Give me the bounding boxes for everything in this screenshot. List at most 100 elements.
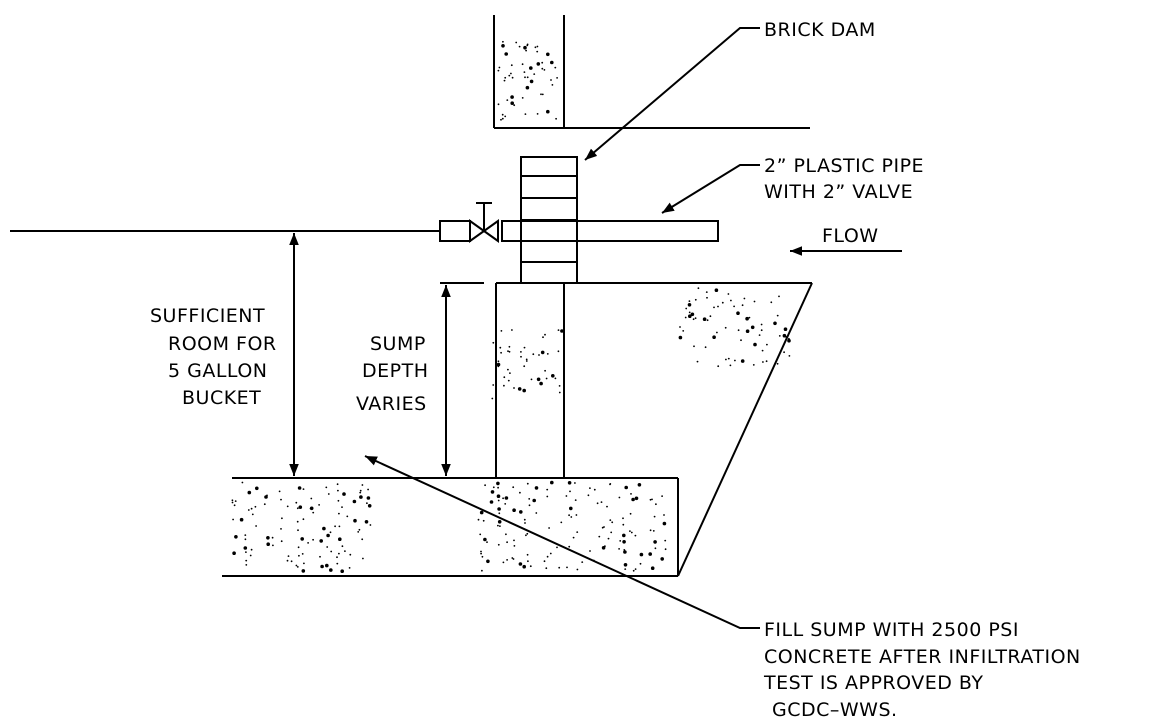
stipple-dot xyxy=(525,358,528,361)
stipple-dot xyxy=(593,488,596,491)
stipple-dot xyxy=(338,537,342,541)
stipple-dot xyxy=(544,333,546,336)
concrete-stipple xyxy=(231,287,791,573)
stipple-dot xyxy=(522,388,526,393)
stipple-dot xyxy=(312,511,315,514)
stipple-dot xyxy=(574,499,577,501)
stipple-dot xyxy=(534,486,539,490)
plastic-pipe-with-valve xyxy=(10,202,719,243)
fill-note-line2: CONCRETE AFTER INFILTRATION xyxy=(764,646,1081,668)
stipple-dot xyxy=(556,77,558,79)
stipple-dot xyxy=(508,350,511,353)
stipple-dot xyxy=(496,362,501,367)
stipple-dot xyxy=(498,66,501,69)
stipple-dot xyxy=(479,510,484,515)
stipple-dot xyxy=(717,305,719,308)
stipple-dot xyxy=(712,335,716,340)
stipple-dot xyxy=(337,499,340,502)
stipple-dot xyxy=(639,562,642,565)
stipple-dot xyxy=(342,492,346,496)
stipple-dot xyxy=(338,525,341,528)
stipple-dot xyxy=(519,491,521,494)
stipple-dot xyxy=(655,503,657,506)
stipple-dot xyxy=(509,372,511,374)
stipple-dot xyxy=(575,514,578,516)
stipple-dot xyxy=(524,522,526,524)
stipple-dot xyxy=(506,99,509,101)
stipple-dot xyxy=(300,537,305,541)
stipple-dot xyxy=(492,486,495,489)
stipple-dot xyxy=(693,345,695,348)
stipple-dot xyxy=(546,555,549,558)
stipple-dot xyxy=(538,354,540,356)
stipple-dot xyxy=(783,351,785,354)
stipple-dot xyxy=(504,496,509,500)
stipple-dot xyxy=(231,501,234,504)
stipple-dot xyxy=(500,330,503,332)
stipple-dot xyxy=(266,542,271,546)
stipple-dot xyxy=(678,335,683,340)
stipple-dot xyxy=(507,379,510,382)
stipple-dot xyxy=(745,316,749,321)
stipple-dot xyxy=(685,307,688,310)
stipple-dot xyxy=(529,66,533,70)
stipple-dot xyxy=(280,540,283,543)
stipple-dot xyxy=(513,104,516,107)
stipple-dot xyxy=(601,526,604,529)
stipple-dot xyxy=(622,533,626,538)
stipple-dot xyxy=(492,384,495,386)
stipple-dot xyxy=(634,496,639,501)
stipple-dot xyxy=(497,524,499,527)
stipple-dot xyxy=(239,517,244,522)
stipple-dot xyxy=(525,534,527,537)
stipple-dot xyxy=(518,45,521,48)
stipple-dot xyxy=(330,550,333,553)
stipple-dot xyxy=(310,497,313,500)
stipple-dot xyxy=(352,499,357,504)
stipple-dot xyxy=(524,76,526,79)
stipple-dot xyxy=(362,557,364,560)
stipple-dot xyxy=(536,113,539,115)
stipple-dot xyxy=(520,355,522,358)
stipple-dot xyxy=(622,517,624,520)
stipple-dot xyxy=(730,299,732,302)
stipple-dot xyxy=(502,561,505,564)
stipple-dot xyxy=(639,552,644,557)
stipple-dot xyxy=(550,480,554,485)
stipple-dot xyxy=(535,512,538,514)
stipple-dot xyxy=(497,69,500,72)
stipple-dot xyxy=(632,569,635,572)
stipple-dot xyxy=(497,360,500,363)
stipple-dot xyxy=(523,46,526,49)
stipple-dot xyxy=(346,515,349,518)
stipple-dot xyxy=(496,481,500,486)
stipple-dot xyxy=(512,508,516,512)
stipple-dot xyxy=(336,562,339,565)
stipple-dot xyxy=(295,564,298,567)
stipple-dot xyxy=(296,566,299,568)
stipple-dot xyxy=(533,73,536,75)
stipple-dot xyxy=(508,74,511,77)
stipple-dot xyxy=(540,350,545,355)
stipple-dot xyxy=(770,301,773,304)
stipple-dot xyxy=(546,109,550,114)
stipple-dot xyxy=(541,67,544,70)
stipple-dot xyxy=(481,569,483,572)
stipple-dot xyxy=(558,385,561,387)
stipple-dot xyxy=(604,545,606,548)
stipple-dot xyxy=(358,528,361,531)
stipple-dot xyxy=(530,378,533,381)
stipple-dot xyxy=(497,486,499,489)
stipple-dot xyxy=(506,559,508,561)
stipple-dot xyxy=(526,532,529,535)
stipple-dot xyxy=(542,336,544,339)
stipple-dot xyxy=(694,298,697,301)
stipple-dot xyxy=(554,66,557,69)
stipple-dot xyxy=(574,482,576,484)
stipple-dot xyxy=(499,525,501,527)
stipple-dot xyxy=(532,498,536,503)
stipple-dot xyxy=(254,505,257,508)
stipple-dot xyxy=(369,524,372,526)
stipple-dot xyxy=(576,568,579,571)
stipple-dot xyxy=(745,329,750,334)
